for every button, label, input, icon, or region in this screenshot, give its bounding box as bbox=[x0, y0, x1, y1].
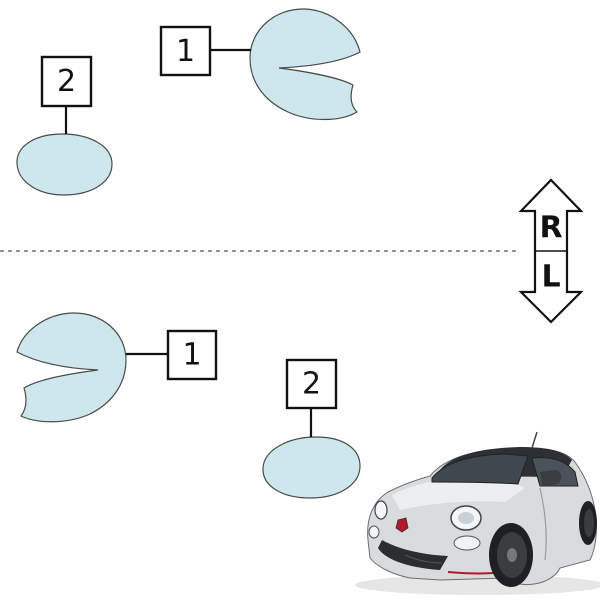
top-part-1-number: 1 bbox=[176, 34, 195, 69]
top-part-2-callout: 2 bbox=[40, 55, 93, 108]
bottom-part-1-callout: 1 bbox=[166, 329, 218, 381]
bottom-part-1-shape bbox=[16, 312, 127, 423]
double-arrow-up-down-icon: R L bbox=[518, 178, 584, 324]
car-icon bbox=[355, 431, 600, 595]
right-side-label: R bbox=[539, 211, 562, 246]
left-side-label: L bbox=[541, 260, 560, 295]
top-part-1-callout: 1 bbox=[159, 25, 212, 77]
top-part-2-number: 2 bbox=[57, 64, 76, 99]
top-part-2-shape bbox=[16, 133, 113, 196]
bottom-part-2-callout: 2 bbox=[285, 358, 338, 410]
bottom-part-1-number: 1 bbox=[182, 338, 201, 373]
bottom-part-2-number: 2 bbox=[302, 367, 321, 402]
top-part-1-shape bbox=[249, 8, 361, 121]
bottom-part-2-shape bbox=[262, 436, 361, 499]
